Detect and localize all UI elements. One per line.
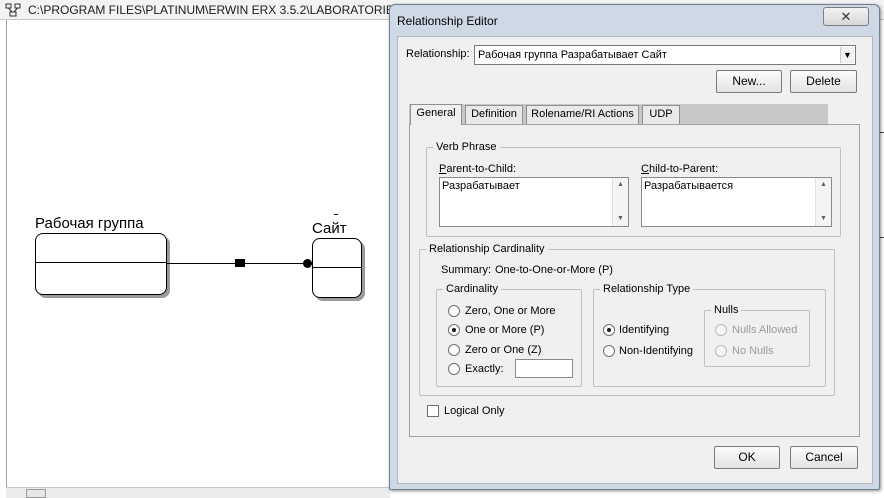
verb-phrase-title: Verb Phrase <box>433 141 500 153</box>
ok-button[interactable]: OK <box>714 446 780 469</box>
verb-phrase-group: Verb Phrase Parent-to-Child: Разрабатыва… <box>426 141 841 237</box>
relationship-type-group: Relationship Type Identifying Non-Identi… <box>593 283 826 387</box>
relationship-child-dot <box>303 259 312 268</box>
summary-value: One-to-One-or-More (P) <box>495 264 613 276</box>
general-tab-panel: Verb Phrase Parent-to-Child: Разрабатыва… <box>409 124 860 437</box>
no-nulls-label[interactable]: No Nulls <box>732 345 774 357</box>
parent-to-child-scrollbar[interactable]: ▲ ▼ <box>612 178 628 226</box>
entity-key-divider <box>36 262 166 263</box>
radio-identifying[interactable] <box>603 324 615 336</box>
radio-exactly[interactable] <box>448 363 460 375</box>
entity-site[interactable] <box>312 238 362 298</box>
scroll-down-icon[interactable]: ▼ <box>617 215 624 222</box>
parent-to-child-label: Parent-to-Child: <box>439 163 517 175</box>
app-title-text: C:\PROGRAM FILES\PLATINUM\ERWIN ERX 3.5.… <box>28 3 422 17</box>
scroll-up-icon[interactable]: ▲ <box>617 181 624 188</box>
parent-to-child-value: Разрабатывает <box>442 180 520 192</box>
parent-to-child-input[interactable]: Разрабатывает ▲ ▼ <box>439 177 629 227</box>
tab-rolename-ri-actions[interactable]: Rolename/RI Actions <box>526 105 639 124</box>
child-to-parent-input[interactable]: Разрабатывается ▲ ▼ <box>641 177 832 227</box>
radio-no-nulls[interactable] <box>715 345 727 357</box>
tab-general[interactable]: General <box>410 104 462 125</box>
nulls-allowed-label[interactable]: Nulls Allowed <box>732 324 798 336</box>
chevron-down-icon[interactable]: ▼ <box>840 47 854 63</box>
radio-one-or-more[interactable] <box>448 324 460 336</box>
summary-label: Summary: <box>441 264 492 276</box>
entity-label-work-group: Рабочая группа <box>35 215 144 232</box>
entity-key-divider <box>313 267 361 268</box>
logical-only-label[interactable]: Logical Only <box>444 405 505 417</box>
horizontal-scrollbar[interactable] <box>6 487 390 498</box>
relationship-label: Relationship: <box>406 48 470 60</box>
relationship-parent-marker <box>235 259 245 267</box>
tab-udp[interactable]: UDP <box>642 105 680 124</box>
delete-button[interactable]: Delete <box>790 70 857 93</box>
relationship-cardinality-title: Relationship Cardinality <box>426 243 548 255</box>
relationship-select-value: Рабочая группа Разрабатывает Сайт <box>478 49 667 61</box>
relationship-select[interactable]: Рабочая группа Разрабатывает Сайт ▼ <box>474 45 856 65</box>
radio-zero-one-or-more[interactable] <box>448 305 460 317</box>
dialog-title: Relationship Editor <box>397 14 498 28</box>
cardinality-title: Cardinality <box>443 283 501 295</box>
scrollbar-thumb[interactable] <box>26 489 46 498</box>
entity-dash-mark <box>334 214 338 215</box>
entity-work-group[interactable] <box>35 233 167 295</box>
entity-label-site: Сайт <box>312 220 347 237</box>
relationship-editor-dialog: Relationship Editor ✕ Relationship: Рабо… <box>389 4 880 490</box>
relationship-cardinality-group: Relationship Cardinality Summary: One-to… <box>419 243 835 396</box>
new-button[interactable]: New... <box>716 70 782 93</box>
exactly-input[interactable] <box>515 359 573 378</box>
radio-nulls-allowed[interactable] <box>715 324 727 336</box>
radio-zero-or-one[interactable] <box>448 344 460 356</box>
scroll-up-icon[interactable]: ▲ <box>820 181 827 188</box>
nulls-group: Nulls Nulls Allowed No Nulls <box>704 304 810 367</box>
one-or-more-label[interactable]: One or More (P) <box>465 324 545 336</box>
child-to-parent-value: Разрабатывается <box>644 180 734 192</box>
close-icon: ✕ <box>840 9 852 24</box>
dialog-client-area: Relationship: Рабочая группа Разрабатыва… <box>397 36 873 484</box>
child-to-parent-label: Child-to-Parent: <box>641 163 719 175</box>
logical-only-checkbox[interactable] <box>427 405 439 417</box>
erwin-app-icon <box>5 3 21 17</box>
radio-non-identifying[interactable] <box>603 345 615 357</box>
non-identifying-label[interactable]: Non-Identifying <box>619 345 693 357</box>
relationship-type-title: Relationship Type <box>600 283 694 295</box>
child-to-parent-scrollbar[interactable]: ▲ ▼ <box>815 178 831 226</box>
tab-definition[interactable]: Definition <box>465 105 523 124</box>
scroll-down-icon[interactable]: ▼ <box>820 215 827 222</box>
cardinality-group: Cardinality Zero, One or More One or Mor… <box>436 283 582 387</box>
close-button[interactable]: ✕ <box>823 7 869 26</box>
zero-or-one-label[interactable]: Zero or One (Z) <box>465 344 542 356</box>
diagram-canvas[interactable]: Рабочая группа Сайт <box>6 20 390 487</box>
zero-one-or-more-label[interactable]: Zero, One or More <box>465 305 556 317</box>
cancel-button[interactable]: Cancel <box>790 446 858 469</box>
exactly-label[interactable]: Exactly: <box>465 363 504 375</box>
nulls-title: Nulls <box>711 304 742 316</box>
identifying-label[interactable]: Identifying <box>619 324 670 336</box>
